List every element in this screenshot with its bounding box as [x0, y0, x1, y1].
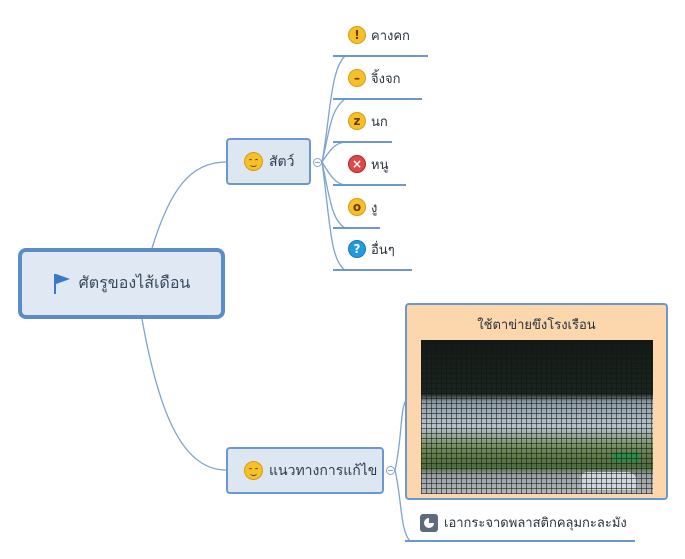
leaf-label: นก [371, 114, 388, 130]
collapse-toggle-solutions[interactable] [386, 466, 395, 475]
flag-icon [53, 273, 70, 294]
leaf-plastic-cover[interactable]: เอากระจาดพลาสติกคลุมกะละมัง [420, 512, 627, 533]
neutral-face-icon: – [348, 69, 366, 87]
collapse-toggle-animals[interactable] [313, 158, 322, 167]
sleepy-face-icon: z [348, 112, 366, 130]
leaf-gecko[interactable]: – จิ้งจก [348, 67, 400, 89]
leaf-label: หนู [371, 157, 389, 173]
branch-solutions[interactable]: แนวทางการแก้ไข [226, 447, 384, 494]
leaf-others[interactable]: ? อื่นๆ [348, 238, 395, 260]
image-topic-netting[interactable]: ใช้ตาข่ายขึงโรงเรือน [405, 303, 668, 500]
smiley-icon [244, 461, 263, 480]
branch-animals-label: สัตว์ [269, 153, 295, 170]
net-overlay [421, 340, 653, 494]
branch-animals[interactable]: สัตว์ [226, 138, 311, 185]
pie-chart-icon [420, 513, 438, 532]
image-topic-title: ใช้ตาข่ายขึงโรงเรือน [477, 318, 596, 333]
central-topic-label: ศัตรูของไส้เดือน [78, 273, 191, 292]
smiley-icon [244, 152, 263, 171]
crying-face-icon: o [348, 198, 366, 216]
leaf-label: งู [371, 200, 378, 216]
leaf-snake[interactable]: o งู [348, 196, 377, 218]
leaf-bird[interactable]: z นก [348, 110, 388, 132]
leaf-label: อื่นๆ [371, 242, 395, 258]
leaf-label: คางคก [371, 28, 410, 44]
leaf-label: จิ้งจก [371, 71, 401, 87]
leaf-rat[interactable]: × หนู [348, 153, 388, 175]
leaf-toad[interactable]: ! คางคก [348, 24, 410, 46]
central-topic[interactable]: ศัตรูของไส้เดือน [18, 248, 225, 319]
question-mark-icon: ? [348, 240, 366, 258]
leaf-label: เอากระจาดพลาสติกคลุมกะละมัง [444, 516, 627, 531]
angry-face-icon: × [348, 155, 366, 173]
netting-photo [421, 340, 653, 494]
shocked-face-icon: ! [348, 26, 366, 44]
branch-solutions-label: แนวทางการแก้ไข [269, 462, 378, 479]
